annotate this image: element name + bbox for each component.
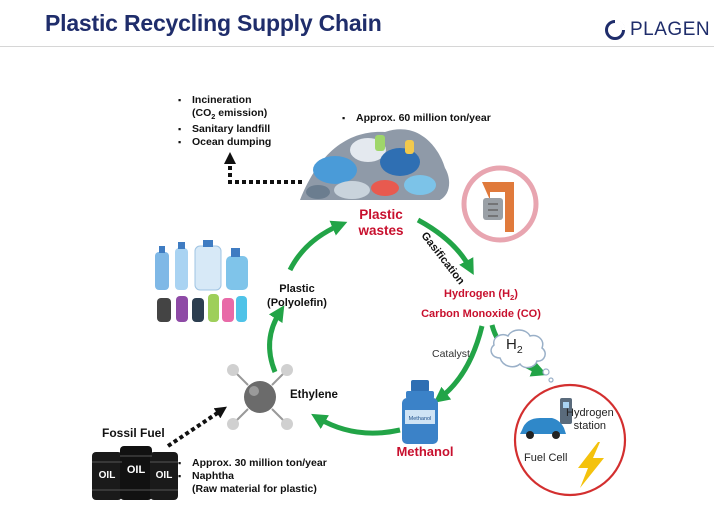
arrow-syngas-to-methanol <box>433 325 485 403</box>
fossil-item: Approx. 30 million ton/year <box>176 457 327 470</box>
waste-volume-note: Approx. 60 million ton/year <box>340 112 491 125</box>
syngas-label: Hydrogen (H2) Carbon Monoxide (CO) <box>406 286 556 322</box>
h2-cloud-icon <box>490 329 554 383</box>
fossil-to-ethylene-arrow <box>166 406 227 448</box>
fuel-cell-label: Fuel Cell <box>524 452 568 464</box>
disposal-item: Sanitary landfill <box>176 123 271 136</box>
plastic-bottles-image <box>155 240 248 322</box>
fuel-cell-car-icon <box>520 398 572 439</box>
plagen-logo: PLAGEN <box>604 18 710 42</box>
disposal-item: (CO2 emission) <box>192 107 268 122</box>
arrow-methanol-to-ethylene <box>311 413 401 436</box>
fossil-item: Naphtha <box>176 470 327 483</box>
fossil-fuel-list: Approx. 30 million ton/year Naphtha (Raw… <box>176 457 327 496</box>
waste-volume-item: Approx. 60 million ton/year <box>340 112 491 125</box>
plastic-polyolefin-label: Plastic (Polyolefin) <box>267 283 327 309</box>
catalyst-label: Catalyst <box>432 348 470 360</box>
arrow-waste-to-syngas <box>416 217 474 276</box>
hydrogen-label: Hydrogen (H2) <box>444 288 518 303</box>
carbon-monoxide-label: Carbon Monoxide (CO) <box>421 308 541 321</box>
plastic-waste-pile-image <box>300 129 450 200</box>
disposal-item: Ocean dumping <box>176 136 271 149</box>
lightning-bolt-icon <box>578 442 604 488</box>
oil-barrels-image: OIL OIL OIL <box>92 446 178 500</box>
arrow-ethylene-to-plastic <box>267 305 285 373</box>
disposal-list: Incineration (CO2 emission) Sanitary lan… <box>176 94 271 149</box>
hydrogen-station-label: Hydrogen station <box>566 407 614 432</box>
oil-barrel-label: OIL <box>127 464 146 476</box>
arrow-plastic-to-waste <box>287 220 348 272</box>
logo-text: PLAGEN <box>630 19 711 40</box>
methanol-label: Methanol <box>396 444 454 459</box>
oil-barrel-label: OIL <box>99 470 116 481</box>
ethylene-label: Ethylene <box>290 389 338 401</box>
hydrogen-station-callout <box>513 383 627 497</box>
methanol-bottle-label: Methanol <box>409 416 432 422</box>
fossil-item: (Raw material for plastic) <box>192 483 317 495</box>
methanol-bottle-image: Methanol <box>402 380 438 444</box>
plastic-wastes-label: Plastic wastes <box>358 207 404 238</box>
logo-mark-icon <box>605 19 626 40</box>
h2-cloud-label: H2 <box>506 336 523 356</box>
fossil-fuel-label: Fossil Fuel <box>102 426 165 440</box>
disposal-item: Incineration <box>176 94 271 107</box>
disposal-arrow <box>224 152 302 184</box>
slide-title: Plastic Recycling Supply Chain <box>45 10 382 36</box>
title-divider <box>0 46 714 47</box>
gasifier-icon <box>461 165 539 243</box>
ethylene-molecule-image <box>227 364 293 430</box>
oil-barrel-label: OIL <box>156 470 173 481</box>
